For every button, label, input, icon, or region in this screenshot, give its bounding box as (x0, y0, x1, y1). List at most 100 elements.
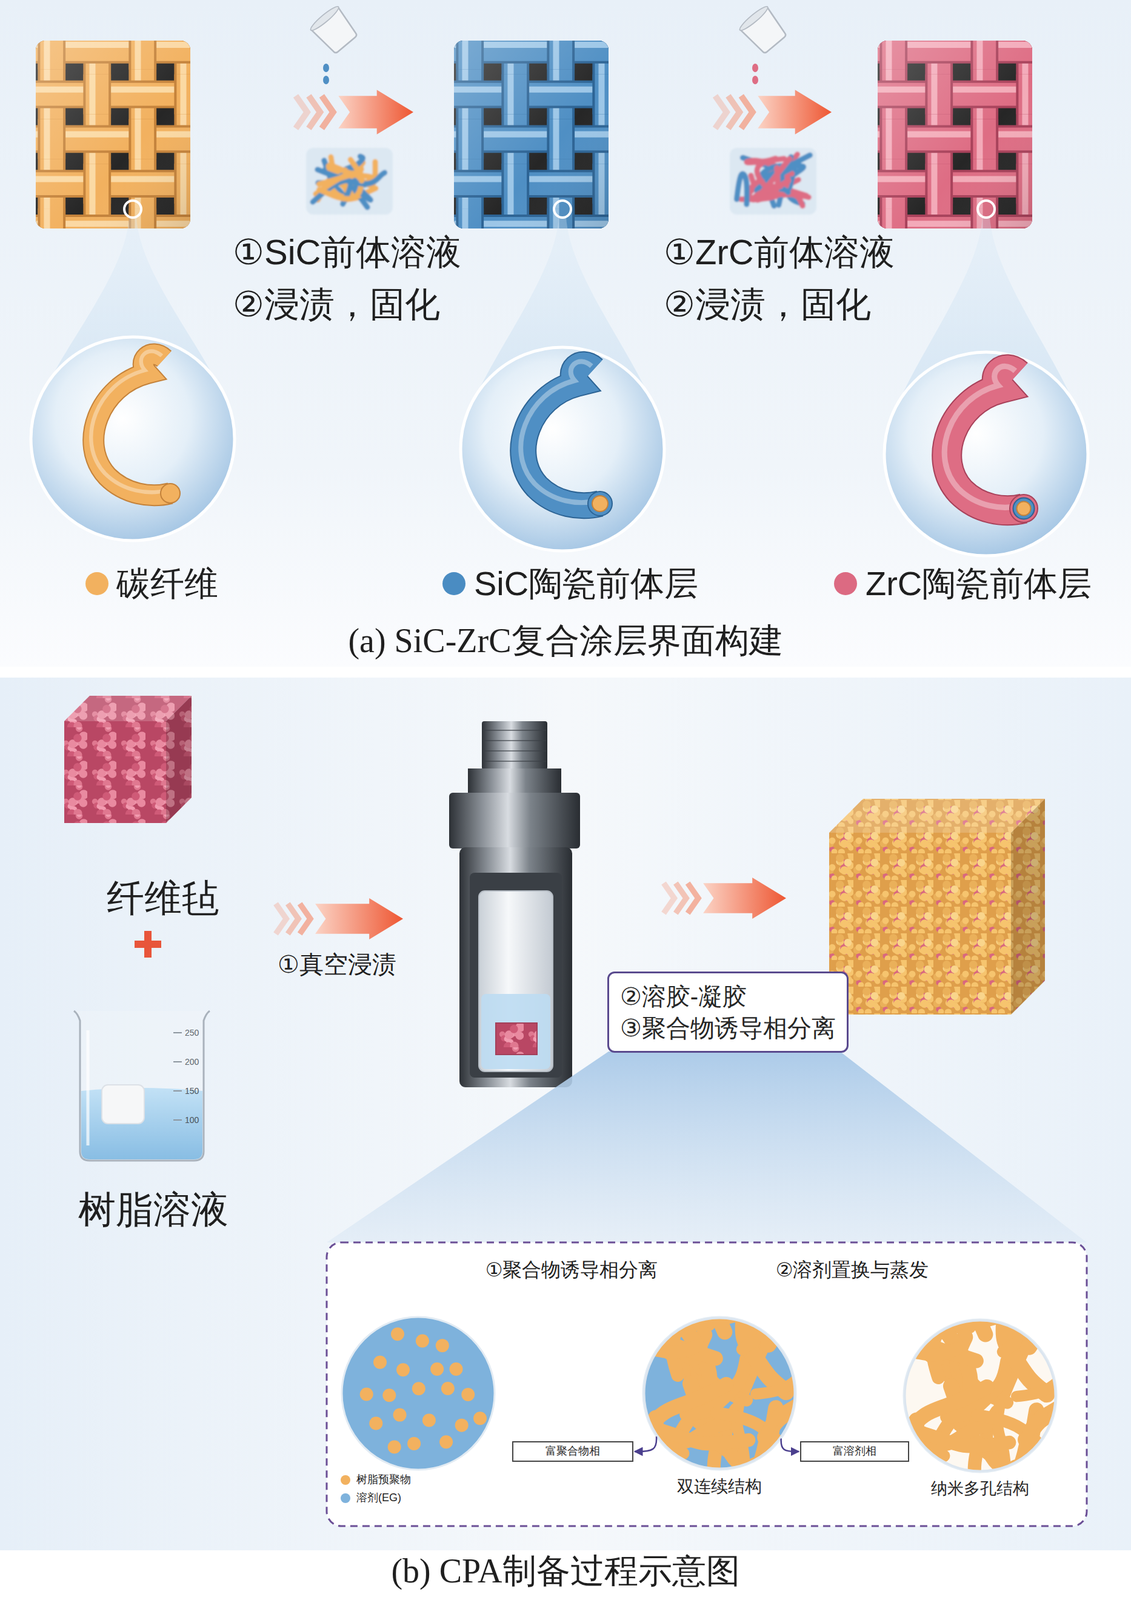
resin-particle (390, 1327, 405, 1341)
cube-side-shade (1010, 798, 1045, 1015)
fiber (90, 350, 181, 504)
structure-circle: 纳米多孔结构 (903, 1319, 1057, 1473)
ptfe-liner (478, 890, 553, 1072)
resin-particle (373, 1355, 387, 1370)
resin-particle (382, 1388, 396, 1402)
step-label: ②溶剂置换与蒸发 (775, 1258, 930, 1282)
inset-frame (326, 1242, 1087, 1527)
microstructure (341, 1317, 495, 1470)
polymer-domain (866, 1349, 957, 1355)
resin-particle (455, 1418, 469, 1433)
resin-particle (449, 1362, 464, 1376)
microstructure (844, 1237, 1085, 1531)
thread-line (483, 729, 547, 731)
callout-lens (884, 352, 1088, 556)
resin-particle (422, 1414, 436, 1428)
autoclave-nut (481, 721, 548, 770)
circle-border (644, 1318, 795, 1469)
legend-text: ZrC陶瓷前体层 (865, 563, 1092, 604)
polymer-domain (861, 1281, 923, 1348)
callout-lens (30, 336, 235, 541)
legend-text: 溶剂(EG) (356, 1491, 402, 1505)
autoclave-window (469, 872, 562, 1078)
drop (752, 63, 759, 73)
step-label: ②浸渍，固化 (663, 283, 871, 326)
process-step: ③聚合物诱导相分离 (620, 1012, 836, 1044)
arrow-chevron (687, 883, 699, 914)
arrow-body (338, 89, 414, 135)
phase-name: 富溶剂相 (832, 1444, 877, 1459)
arrow-body (315, 898, 404, 940)
fiber-highlight (520, 361, 598, 503)
pick-point (553, 200, 571, 218)
resin-particle (439, 1435, 453, 1449)
drop (752, 75, 759, 85)
autoclave-body (459, 847, 573, 1088)
polymer-domain (743, 1317, 786, 1393)
cube-top (829, 798, 1045, 833)
magnifier-callout (884, 200, 1088, 556)
legend-swatch (442, 572, 466, 596)
tangled-fiber (757, 158, 778, 192)
microstructure-rim (643, 1317, 796, 1470)
arrow-chevron (275, 903, 287, 935)
polymer-domain (747, 1234, 768, 1321)
liner-solution (481, 994, 551, 1070)
process-arrow (275, 898, 404, 940)
phase-name: 富聚合物相 (545, 1444, 601, 1459)
resin-particle (473, 1411, 487, 1425)
woven-fabric (453, 40, 609, 229)
resin-particle (387, 1440, 402, 1454)
step-label: ①真空浸渍 (277, 949, 397, 979)
glass-highlight (86, 1030, 90, 1146)
legend-text: SiC陶瓷前体层 (473, 563, 699, 604)
arrow-body (703, 877, 787, 919)
fiber-section (1017, 501, 1031, 516)
beaker-rim (308, 4, 341, 33)
resin-particle (393, 1408, 407, 1422)
resin-particle (360, 1387, 374, 1402)
drop (323, 75, 330, 85)
resin-particle (435, 1338, 450, 1353)
arrow-chevron (663, 883, 674, 914)
cube-side (166, 695, 192, 824)
structure-name: 纳米多孔结构 (930, 1478, 1030, 1500)
process-step: ②溶胶-凝胶 (620, 980, 747, 1013)
graduation-tick (173, 1032, 182, 1034)
step-label: ②浸渍，固化 (232, 283, 441, 326)
panel-background (0, 0, 1131, 667)
arrow-chevron (295, 95, 308, 129)
felt-in-liner (495, 1023, 538, 1055)
polymer-domain (1029, 1267, 1051, 1348)
microstructure-rim (341, 1317, 495, 1470)
polymer-domain (1008, 1237, 1029, 1323)
resin-particle (412, 1381, 426, 1396)
autoclave-stem (467, 768, 562, 795)
woven-fabric (35, 40, 191, 229)
phase-box: 富聚合物相 (512, 1441, 634, 1462)
fiber (520, 361, 613, 516)
resin-particle (396, 1363, 410, 1377)
pick-point (977, 200, 995, 218)
beaker-glass (73, 1010, 210, 1161)
fiber-section (587, 491, 613, 516)
connector-arrow (781, 1438, 799, 1452)
scale-number: 100 (184, 1115, 199, 1126)
fiber-highlight (90, 350, 168, 493)
step-label: ①ZrC前体溶液 (663, 230, 895, 274)
figure-caption: (a) SiC-ZrC复合涂层界面构建 (347, 620, 783, 662)
callout-lens (460, 347, 665, 551)
beaker-rim (737, 4, 770, 33)
cube-side (1010, 798, 1045, 1015)
arrow-chevron (308, 95, 321, 129)
magnifier-callout (30, 200, 235, 541)
magnifier-callout (460, 200, 665, 551)
legend-text: 碳纤维 (116, 563, 219, 604)
fiber-section (160, 483, 181, 504)
fiber-section (1009, 494, 1038, 523)
pouring-beaker (737, 4, 790, 85)
legend-text: 树脂预聚物 (356, 1473, 411, 1487)
pick-point (124, 200, 142, 218)
